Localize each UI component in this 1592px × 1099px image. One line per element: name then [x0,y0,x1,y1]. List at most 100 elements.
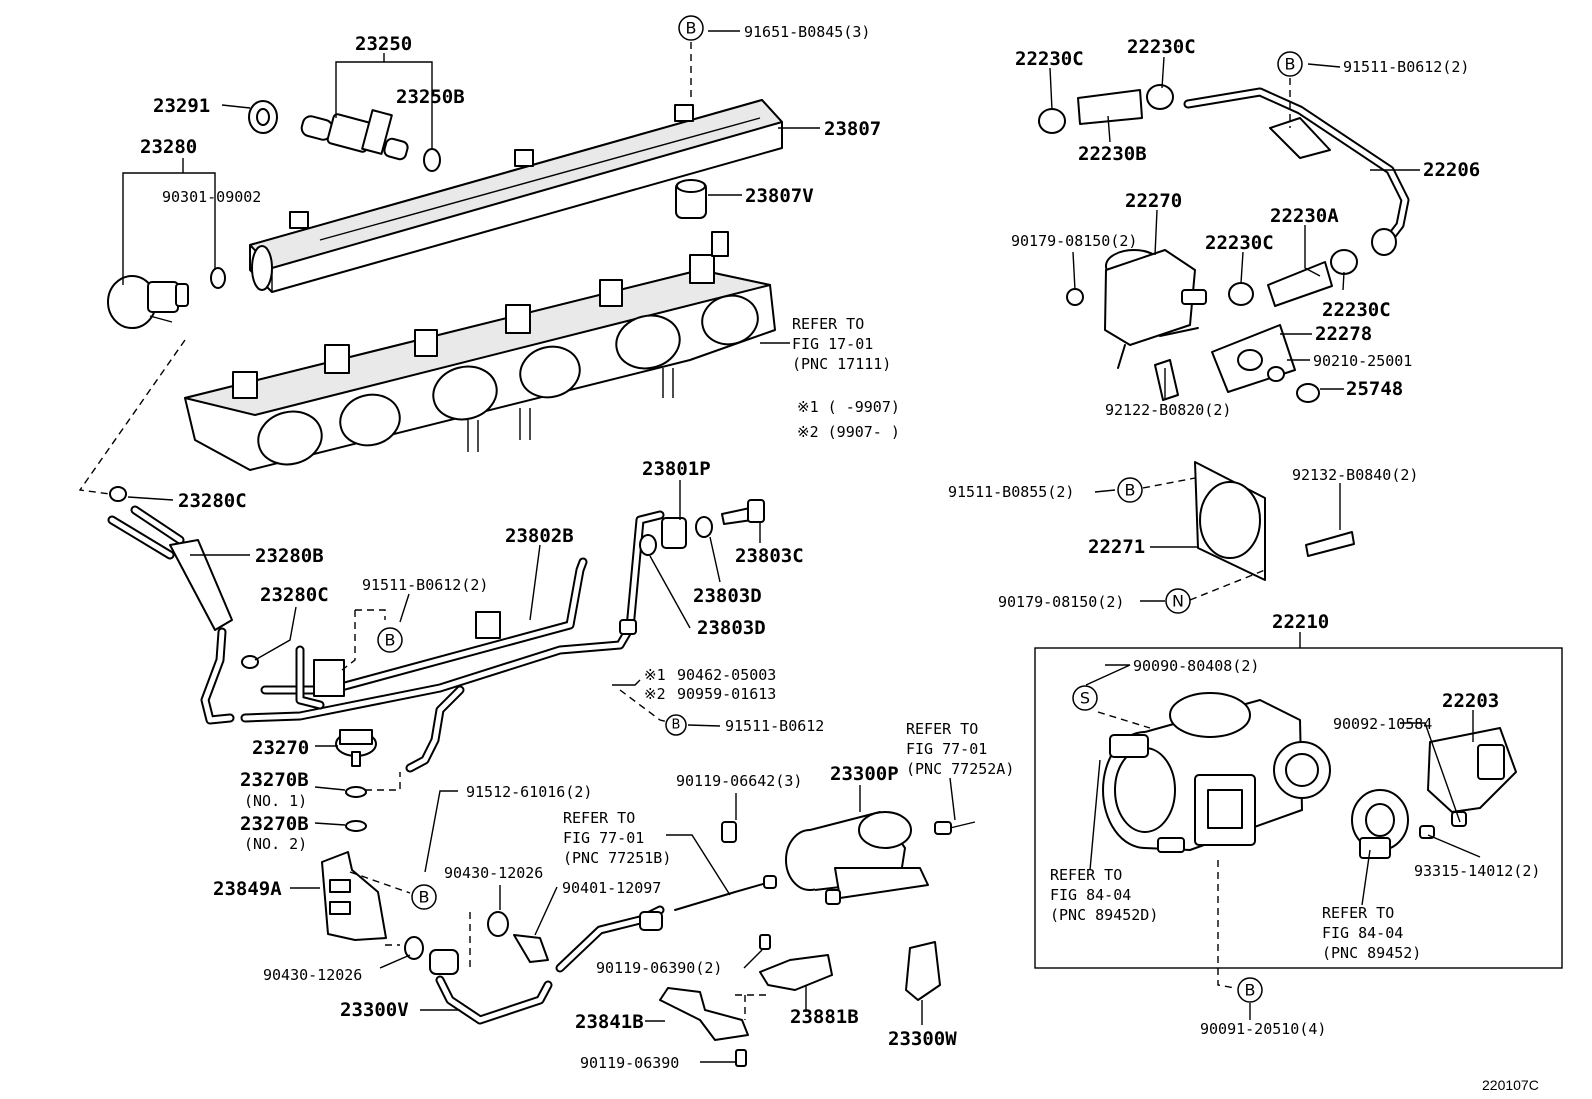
label-no1: (NO. 1) [244,792,307,810]
ref-77-a-line3: (PNC 77252A) [906,760,1014,778]
label-22203: 22203 [1442,690,1499,712]
leader-lines [78,30,1481,1063]
callout-b-union: B [665,714,687,736]
svg-text:B: B [686,19,697,38]
idle-air-control-22203-drawing [1427,727,1517,827]
label-90092-10584: 90092-10584 [1333,715,1432,733]
label-91511-B0855: 91511-B0855(2) [948,483,1074,501]
intake-manifold-drawing [184,231,776,471]
label-90430-12026-b: 90430-12026 [263,966,362,984]
label-23270B-no2: 23270B [240,813,309,835]
throttle-position-sensor-drawing [1351,789,1435,859]
fuel-pipe-23802B-drawing [240,510,665,773]
ref-77-a-line2: FIG 77-01 [906,740,987,758]
ref-84-b-line1: REFER TO [1322,904,1394,922]
ref-84-a-line2: FIG 84-04 [1050,886,1131,904]
svg-text:B: B [419,888,430,907]
label-90401-12097: 90401-12097 [562,879,661,897]
label-90091-20510: 90091-20510(4) [1200,1020,1326,1038]
o-ring-23250B-drawing [423,148,441,172]
label-23300W: 23300W [888,1028,957,1050]
label-22230C-c: 22230C [1205,232,1274,254]
label-91511-B0612-2b: 91511-B0612(2) [362,576,488,594]
o-ring-90301-drawing [210,267,226,289]
label-23881B: 23881B [790,1006,859,1028]
label-91651-B0845: 91651-B0845(3) [744,23,870,41]
svg-text:B: B [1245,981,1256,1000]
label-22230B: 22230B [1078,143,1147,165]
label-23300P: 23300P [830,763,899,785]
label-90119-06390: 90119-06390 [580,1054,679,1072]
ref-77-a-line1: REFER TO [906,720,978,738]
label-no2: (NO. 2) [244,835,307,853]
fuel-return-hose-drawing [107,505,235,725]
callout-b-top-right: B [1277,51,1303,77]
callout-b-throttle: B [1237,977,1263,1003]
label-23807: 23807 [824,118,881,140]
label-23802B: 23802B [505,525,574,547]
svg-text:B: B [385,631,396,650]
bracket-23841B-drawing [659,934,833,1067]
ref-manifold-line2: FIG 17-01 [792,335,873,353]
diagram-id: 220107C [1482,1077,1539,1093]
label-22230C-a: 22230C [1015,48,1084,70]
svg-text:N: N [1172,592,1184,611]
callout-n: N [1165,588,1191,614]
label-22270: 22270 [1125,190,1182,212]
label-90430-12026-a: 90430-12026 [444,864,543,882]
svg-text:B: B [1125,481,1136,500]
label-23803C: 23803C [735,545,804,567]
label-90119-06390-2: 90119-06390(2) [596,959,722,977]
callout-b-top: B [678,15,704,41]
ref-77-b-line2: FIG 77-01 [563,829,644,847]
callout-b-fuel-pipe: B [377,627,403,653]
label-23807V: 23807V [745,185,814,207]
ref-manifold-line1: REFER TO [792,315,864,333]
label-92122-B0820: 92122-B0820(2) [1105,401,1231,419]
clip-23280C-upper-drawing [109,486,127,502]
label-90462-05003: 90462-05003 [677,666,776,684]
label-23803D-b: 23803D [697,617,766,639]
ref-84-a-line3: (PNC 89452D) [1050,906,1158,924]
label-22271: 22271 [1088,536,1145,558]
label-23803D-a: 23803D [693,585,762,607]
vacuum-hoses-22230-drawing [1038,84,1410,307]
label-90179-08150-b: 90179-08150(2) [998,593,1124,611]
label-93315-14012: 93315-14012(2) [1414,862,1540,880]
label-22230C-d: 22230C [1322,299,1391,321]
clip-23280C-drawing [241,655,259,669]
ref-84-a-line1: REFER TO [1050,866,1122,884]
label-91511-B0612: 91511-B0612 [725,717,824,735]
label-23280B: 23280B [255,545,324,567]
label-23280C-upper: 23280C [178,490,247,512]
label-91512-61016: 91512-61016(2) [466,783,592,801]
label-22230A: 22230A [1270,205,1339,227]
label-23270B-no1: 23270B [240,769,309,791]
label-91511-B0612-2a: 91511-B0612(2) [1343,58,1469,76]
throttle-body-drawing [1102,692,1331,853]
union-23801P-drawing [639,499,765,556]
label-90119-06642: 90119-06642(3) [676,772,802,790]
label-23250B: 23250B [396,86,465,108]
label-25748: 25748 [1346,378,1403,400]
ref-manifold-line3: (PNC 17111) [792,355,891,373]
label-23841B: 23841B [575,1011,644,1033]
throttle-body-group-box [1034,647,1563,969]
ref-84-b-line3: (PNC 89452) [1322,944,1421,962]
label-22206: 22206 [1423,159,1480,181]
label-90210-25001: 90210-25001 [1313,352,1412,370]
bracket-23849A-drawing [321,851,387,941]
label-23270: 23270 [252,737,309,759]
label-23250: 23250 [355,33,412,55]
fuel-delivery-pipe-drawing [249,99,783,293]
pressure-regulator-drawing [107,275,189,329]
ref-77-b-line3: (PNC 77251B) [563,849,671,867]
label-90301-09002: 90301-09002 [162,188,261,206]
label-92132-B0840: 92132-B0840(2) [1292,466,1418,484]
label-22278: 22278 [1315,323,1372,345]
bracket-23300W-drawing [905,941,941,1001]
callout-b-bracket: B [411,884,437,910]
spacer-23807V-drawing [675,179,707,219]
label-22230C-b: 22230C [1127,36,1196,58]
